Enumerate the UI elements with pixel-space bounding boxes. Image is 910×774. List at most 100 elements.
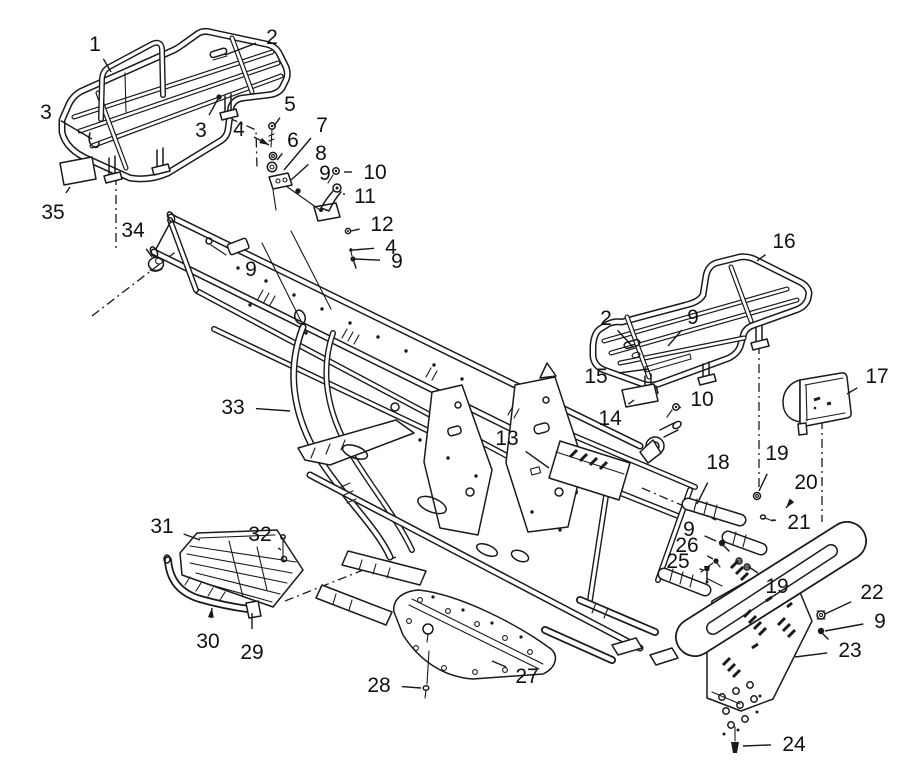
callout-leader	[145, 248, 153, 258]
nut-22	[816, 610, 826, 620]
callout-leader	[102, 58, 112, 73]
washer-6	[268, 151, 278, 161]
steering-gusset-right	[505, 376, 584, 533]
callout-11: 11	[354, 185, 376, 208]
callout-leader	[183, 533, 201, 541]
callout-33: 33	[221, 396, 244, 419]
callout-dot	[216, 94, 222, 100]
callout-27: 27	[515, 665, 538, 688]
skid-plate-27	[393, 589, 557, 699]
callout-20: 20	[794, 471, 817, 494]
frame-bracket-11	[313, 202, 341, 222]
footrest	[163, 529, 304, 619]
rack-hook	[88, 132, 100, 149]
bolt-4	[349, 248, 353, 252]
callout-leader	[401, 685, 422, 689]
rack-mount-stubs	[103, 93, 239, 184]
callout-leader	[824, 601, 852, 615]
callout-14: 14	[598, 407, 622, 430]
callout-leader	[846, 387, 858, 395]
callout-19: 19	[765, 442, 788, 465]
callout-leader	[824, 623, 864, 632]
bolt-10-front	[672, 403, 680, 411]
callout-4: 4	[385, 236, 397, 259]
callout-leader	[491, 660, 507, 668]
callout-10: 10	[690, 388, 713, 411]
callout-leader	[704, 535, 717, 542]
callout-leader	[255, 407, 291, 412]
bracket-11	[320, 183, 342, 212]
callout-10: 10	[363, 161, 386, 184]
callout-leader	[352, 247, 375, 251]
callout-12: 12	[370, 213, 393, 236]
callout-19: 19	[765, 575, 788, 598]
panel-vents	[721, 559, 797, 679]
callout-9: 9	[687, 306, 699, 329]
rear-rack	[59, 31, 287, 186]
callout-leader	[748, 566, 759, 574]
callout-leader	[756, 254, 766, 262]
callout-leader	[617, 329, 634, 348]
callout-34: 34	[121, 219, 145, 242]
callout-9: 9	[391, 250, 403, 273]
rear-hardware	[147, 122, 357, 272]
warning-label-35	[59, 156, 97, 186]
callout-5: 5	[284, 93, 296, 116]
callout-9: 9	[874, 610, 886, 633]
bolt-9b	[350, 256, 356, 262]
callout-9: 9	[245, 258, 257, 281]
callout-4: 4	[233, 118, 245, 141]
rack-backrest-loop	[101, 43, 163, 119]
callout-arrowhead	[786, 498, 795, 508]
callout-28: 28	[367, 674, 390, 697]
callout-leader	[794, 652, 828, 658]
callout-leader	[290, 163, 309, 181]
callout-32: 32	[248, 523, 271, 546]
callout-leader	[60, 119, 93, 140]
callout-22: 22	[860, 581, 883, 604]
callout-2: 2	[266, 26, 278, 49]
front-rack	[593, 257, 809, 418]
toolbox-17	[782, 372, 852, 436]
callout-25: 25	[666, 550, 689, 573]
rivet-dots	[236, 266, 562, 532]
bolt-25	[704, 566, 710, 584]
bolt-9-lower	[817, 627, 825, 635]
callout-arrowhead	[259, 137, 269, 145]
callout-21: 21	[787, 511, 810, 534]
callout-leader	[696, 482, 709, 505]
bolt-9-bumper	[718, 539, 726, 547]
callout-26: 26	[675, 534, 698, 557]
callout-leader	[706, 555, 714, 560]
footrest-guard-30	[163, 554, 248, 609]
callout-leader	[667, 329, 683, 347]
cap-34	[147, 256, 165, 272]
callout-leader	[742, 744, 772, 747]
callout-9: 9	[683, 518, 695, 541]
front-spindle	[639, 420, 682, 464]
main-frame	[149, 202, 695, 666]
callout-arrowhead	[207, 608, 214, 618]
callout-leader	[224, 42, 257, 56]
callout-leader	[350, 228, 360, 232]
screw-12	[344, 227, 352, 235]
callout-35: 35	[41, 201, 64, 224]
center-lines	[91, 117, 823, 602]
callout-leader	[65, 186, 71, 194]
callout-leader	[277, 547, 282, 551]
rack-slot	[209, 47, 228, 59]
callout-9: 9	[319, 162, 331, 185]
callout-leader	[525, 450, 550, 469]
front-bumper	[664, 491, 847, 753]
bracket-29	[245, 600, 262, 619]
callout-leader	[618, 368, 650, 374]
callout-leader	[276, 152, 283, 161]
callout-leader	[758, 473, 768, 492]
callout-leader	[627, 399, 635, 405]
callout-30: 30	[196, 630, 219, 653]
callout-24: 24	[782, 733, 806, 756]
callout-6: 6	[287, 129, 299, 152]
swingarm-wing	[297, 419, 415, 466]
